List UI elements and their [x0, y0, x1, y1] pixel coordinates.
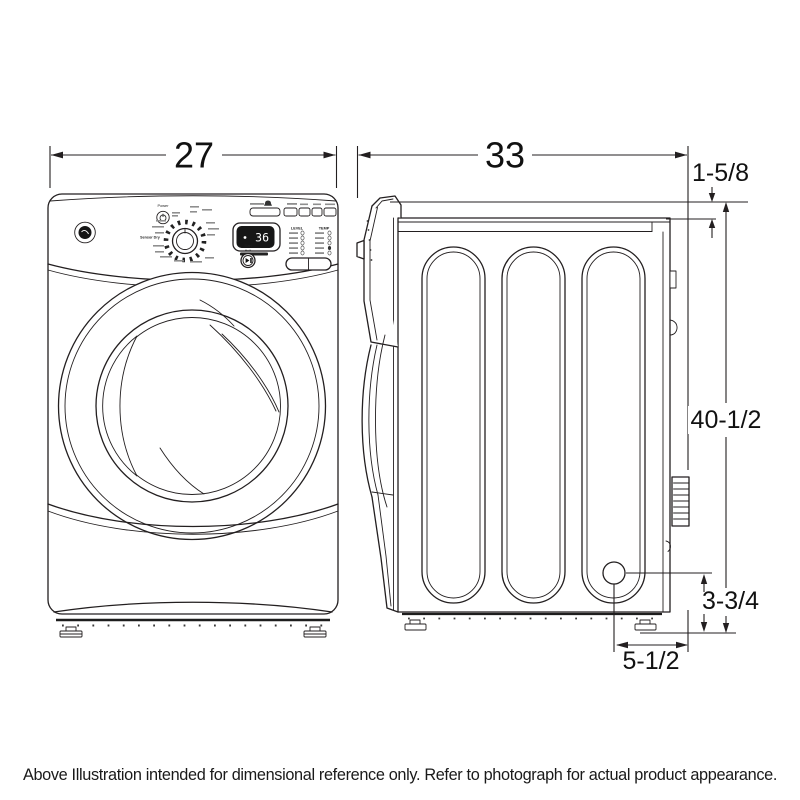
sensor-dry-label: Sensor Dry [140, 236, 161, 240]
start-sublabel: Hold [245, 249, 252, 253]
dim-panel-offset: 1-5/8 [390, 159, 749, 238]
bell-icon [264, 200, 272, 206]
start-label: Start [244, 244, 251, 248]
start-button: Start Hold [240, 244, 256, 269]
option-buttons [249, 200, 337, 217]
side-foot-rear [634, 619, 657, 631]
start-pause-icon [245, 258, 252, 263]
side-control-panel [356, 195, 402, 348]
disclaimer-note: Above Illustration intended for dimensio… [22, 766, 778, 784]
rear-bracket [669, 270, 677, 289]
level-header: LEVEL [291, 227, 304, 231]
dim-front-width: 27 [49, 135, 338, 188]
side-panel-grooves [421, 246, 646, 604]
front-view-illustration: Power S [47, 193, 339, 638]
dim-connection-height: 3-3/4 [626, 572, 759, 632]
display-window [236, 226, 275, 248]
leveling-foot-right [303, 626, 327, 638]
cycle-selector-dial: Sensor Dry [140, 206, 219, 263]
level-temp-cluster: LEVEL TEMP [285, 227, 332, 271]
level-temp-rows [289, 230, 332, 256]
side-base [402, 612, 662, 631]
connection-port [602, 561, 626, 585]
door-glass [95, 309, 289, 503]
glass-reflection-crescent [102, 335, 138, 477]
temp-header: TEMP [319, 227, 330, 231]
side-foot-front [404, 619, 427, 631]
dim-connection-setback-value: 5-1/2 [623, 647, 680, 675]
side-door-profile [361, 334, 399, 613]
power-label: Power [157, 203, 169, 208]
dim-connection-height-value: 3-3/4 [702, 587, 759, 615]
display-value: 36 [255, 231, 269, 245]
side-view-illustration [356, 195, 690, 631]
dim-depth-value: 33 [485, 135, 525, 176]
dial-tick-ring [163, 219, 207, 263]
rear-details [665, 270, 690, 552]
pedestal-base [47, 503, 339, 638]
brand-logo [74, 221, 96, 244]
exhaust-louver [671, 476, 690, 527]
door [57, 271, 327, 541]
front-top-edge [49, 195, 337, 202]
door-outer-ring [57, 271, 327, 541]
dimension-annotations: 27 33 1-5/8 [49, 135, 765, 675]
rear-hook-upper [669, 319, 678, 336]
side-knob-tab [356, 239, 365, 260]
rear-hook-lower [665, 540, 671, 552]
glass-glare-lines [159, 299, 280, 495]
leveling-foot-left [59, 626, 83, 638]
dim-connection-setback: 5-1/2 [613, 584, 689, 675]
dim-front-width-value: 27 [174, 135, 214, 176]
time-display: 36 [232, 222, 281, 256]
dim-total-height-value: 40-1/2 [691, 406, 762, 434]
dim-panel-offset-value: 1-5/8 [692, 159, 749, 187]
dim-total-height: 40-1/2 [640, 202, 765, 634]
kickplate-curve [53, 601, 333, 613]
body-lower-seam [47, 503, 339, 528]
